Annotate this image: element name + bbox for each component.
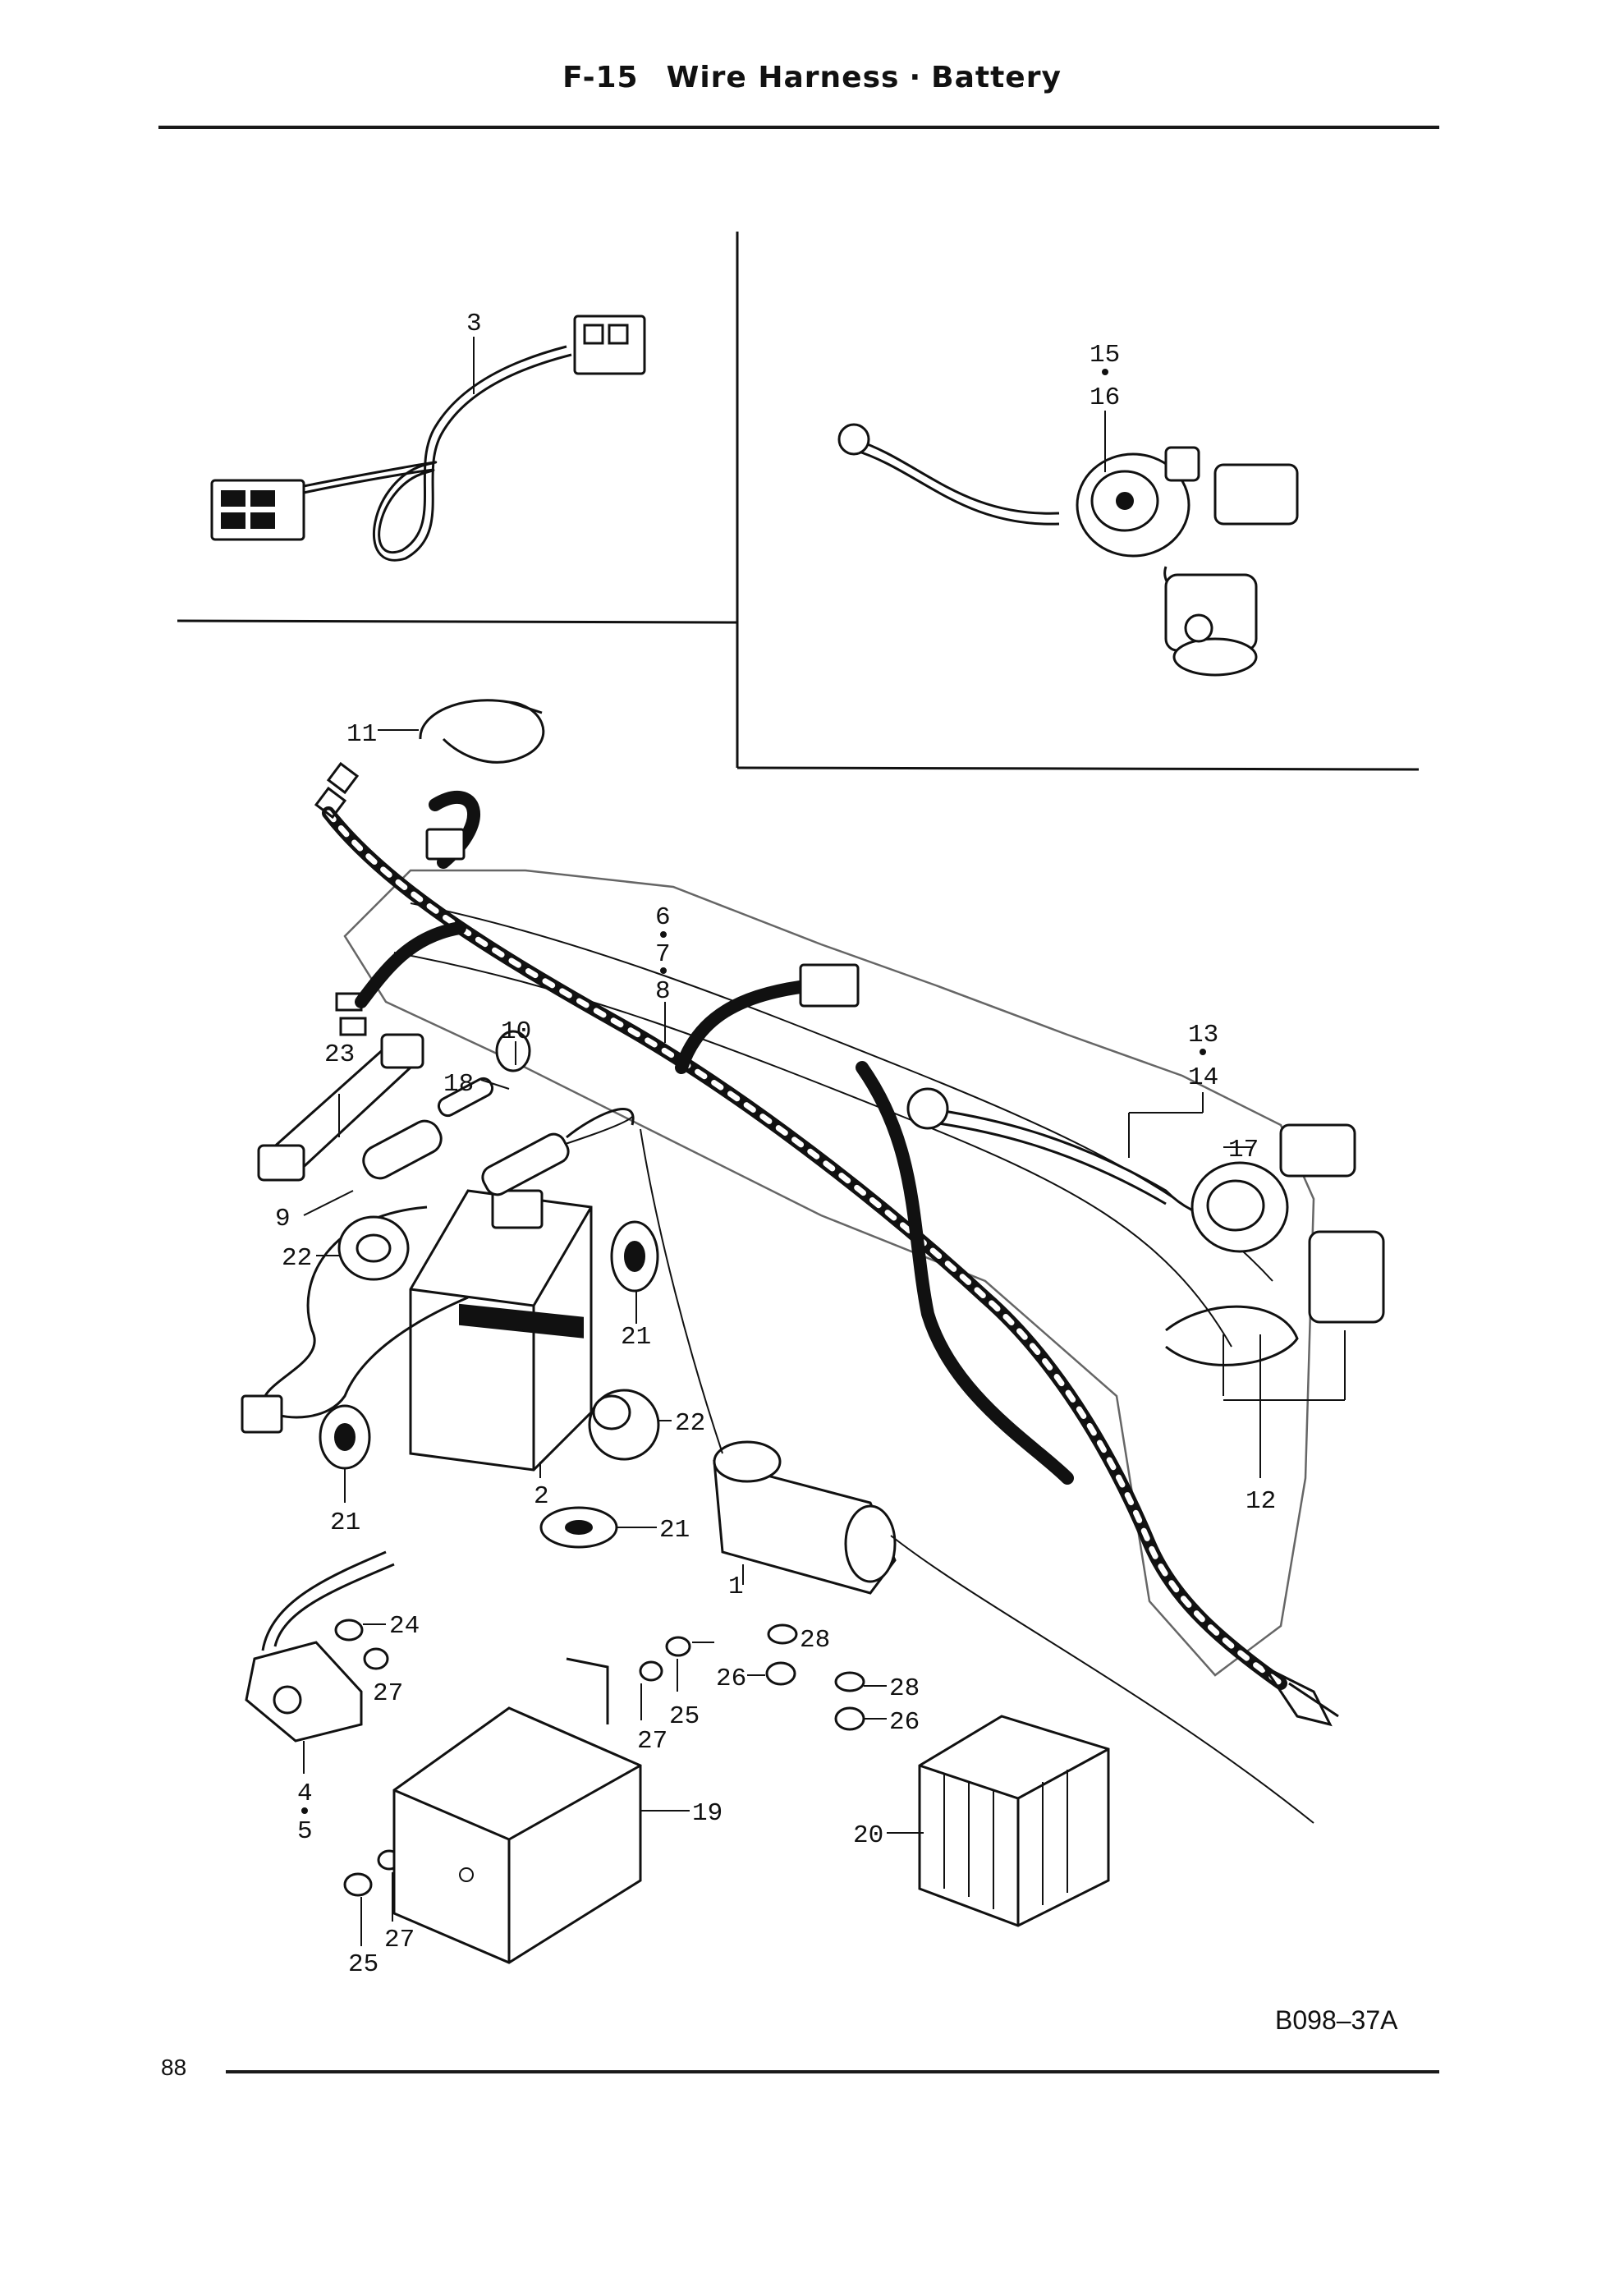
callout-27a: 27: [373, 1679, 403, 1708]
callout-2: 2: [534, 1482, 549, 1511]
panel-dividers: [177, 232, 1420, 771]
callout-8: 8: [655, 977, 671, 1006]
harness-band-11: [419, 699, 545, 764]
callout-18: 18: [443, 1070, 474, 1099]
callout-23: 23: [324, 1040, 355, 1069]
callout-28a: 28: [800, 1626, 830, 1655]
callout-14: 14: [1188, 1063, 1218, 1092]
callout-4: 4: [297, 1779, 313, 1808]
footer-rule: [226, 2070, 1439, 2073]
callout-1: 1: [728, 1573, 744, 1601]
callout-25b: 25: [348, 1950, 378, 1979]
callout-12: 12: [1246, 1487, 1276, 1516]
section-subtitle: Battery: [931, 61, 1062, 94]
ignition-switch-13-14-17: [906, 1087, 1385, 1366]
callout-27c: 27: [384, 1926, 415, 1954]
leader-lines: [303, 337, 1346, 1946]
callout-27b: 27: [637, 1727, 667, 1756]
callout-16: 16: [1090, 383, 1120, 412]
callout-15: 15: [1090, 341, 1120, 370]
callout-7: 7: [655, 940, 671, 969]
main-wire-harness-6-7-8: [314, 761, 1339, 1727]
callout-17: 17: [1228, 1136, 1259, 1164]
callout-19: 19: [692, 1799, 723, 1828]
callout-20: 20: [853, 1821, 883, 1850]
callout-10: 10: [501, 1017, 531, 1046]
title-separator: ·: [909, 61, 922, 94]
rectifier-20: [918, 1715, 1110, 1927]
callout-3: 3: [466, 310, 482, 338]
section-code: F-15: [562, 61, 639, 94]
callout-5: 5: [297, 1817, 313, 1846]
regulator-4-5: [245, 1550, 395, 1743]
battery-band-23: [257, 1033, 424, 1182]
cushions-21-22: [319, 1215, 660, 1549]
ignition-switch-15-16: [837, 423, 1299, 677]
callout-28b: 28: [889, 1674, 920, 1703]
fuse-holder-9-10-18: [362, 1030, 635, 1196]
callout-22b: 22: [675, 1409, 705, 1438]
callout-22a: 22: [282, 1244, 312, 1273]
sub-harness-3: [210, 315, 646, 562]
page-title: F-15 Wire Harness · Battery: [0, 61, 1624, 94]
callout-21c: 21: [659, 1516, 690, 1545]
callout-labels: 3 15 16 11 6 7 8 13 14 17 23 10 18 9 22 …: [275, 310, 1276, 1979]
battery-case-19: [392, 1657, 642, 1964]
callout-21a: 21: [621, 1323, 651, 1352]
callout-6: 6: [655, 903, 671, 932]
callout-9: 9: [275, 1205, 291, 1233]
page-number: 88: [161, 2055, 187, 2080]
header-rule: [158, 126, 1439, 129]
ignition-coil-1: [640, 1128, 1314, 1824]
callout-21b: 21: [330, 1508, 360, 1537]
callout-26a: 26: [716, 1665, 746, 1693]
fasteners-24-28: [334, 1619, 865, 1897]
battery-2: [241, 1116, 633, 1472]
callout-26b: 26: [889, 1708, 920, 1737]
drawing-code: B098–37A: [1275, 2005, 1398, 2035]
callout-24: 24: [389, 1612, 420, 1641]
callout-25a: 25: [669, 1702, 700, 1731]
callout-13: 13: [1188, 1021, 1218, 1049]
callout-11: 11: [346, 720, 377, 749]
section-title: Wire Harness: [666, 61, 900, 94]
